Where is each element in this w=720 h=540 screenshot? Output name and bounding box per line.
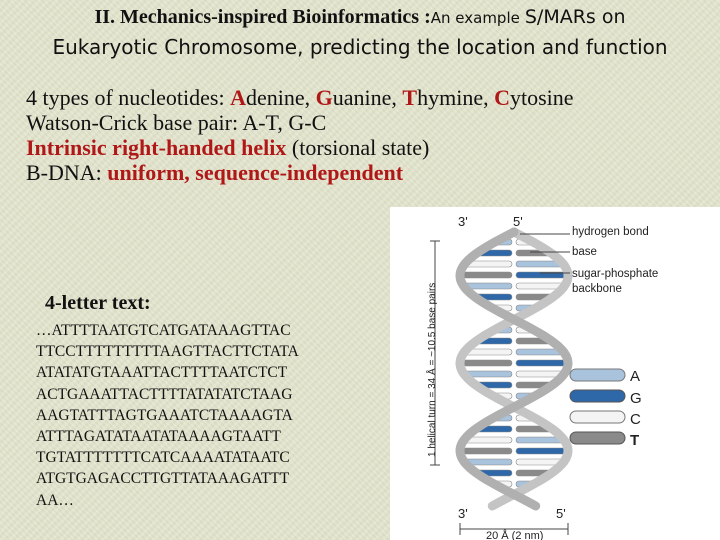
base-pair-half <box>459 447 513 455</box>
width-label: 20 Å (2 nm) <box>486 529 543 540</box>
base-pair-half <box>459 271 513 279</box>
legend-label-g: G <box>630 390 642 407</box>
sequence-line: ATTTAGATATAATATAAAAGTAATT <box>36 428 281 446</box>
label-5prime-top: 5' <box>513 214 523 229</box>
bdna-prefix: B-DNA: <box>26 160 108 185</box>
legend-swatch-t <box>569 431 626 445</box>
slide-title: II. Mechanics-inspired Bioinformatics :A… <box>0 4 720 62</box>
backbone-label: backbone <box>572 283 622 295</box>
sequence-line: TTCCTTTTTTTTTAAGTTACTTCTATA <box>36 343 299 361</box>
legend-label-t: T <box>630 432 639 449</box>
legend-label-c: C <box>630 411 641 428</box>
thymine-rest: hymine, <box>417 85 495 110</box>
base-label: base <box>572 246 597 258</box>
label-3prime-bottom: 3' <box>458 506 468 521</box>
helical-turn-label: 1 helical turn = 34 Å = ~10.5 base pairs <box>425 283 438 457</box>
base-pair-half <box>459 359 513 367</box>
base-legend: A G C T <box>569 368 642 449</box>
bdna-highlight: uniform, sequence-independent <box>107 160 404 185</box>
backbone-strand-front <box>455 227 573 511</box>
title-line-2: Eukaryotic Chromosome, predicting the lo… <box>52 35 668 59</box>
dna-helix-figure: 3' 5' 3' 5' hydrogen bond base sugar-pho… <box>390 207 720 540</box>
sequence-line: ATATATGTAAATTACTTTTAATCTCT <box>36 364 288 382</box>
sequence-line: AAGTATTTAGTGAAATCTAAAAGTA <box>36 406 293 424</box>
letter-c: C <box>494 85 510 110</box>
sequence-line: TGTATTTTTTTCATCAAAATATAATC <box>36 449 290 467</box>
fact-base-pair: Watson-Crick base pair: A-T, G-C <box>26 110 327 135</box>
title-part-1: II. Mechanics-inspired Bioinformatics : <box>94 6 431 28</box>
nucleotide-facts: 4 types of nucleotides: Adenine, Guanine… <box>26 85 574 185</box>
letter-a: A <box>230 85 246 110</box>
base-pair-half <box>515 447 569 455</box>
sequence-label: 4-letter text: <box>45 292 151 314</box>
sugar-phosphate-label: sugar-phosphate <box>572 268 658 280</box>
legend-swatch-g <box>569 389 626 403</box>
legend-label-a: A <box>630 368 640 385</box>
fact-nucleotides: 4 types of nucleotides: Adenine, Guanine… <box>26 85 574 110</box>
title-part-3: S/MARs on <box>524 6 626 28</box>
base-pair-half <box>515 359 569 367</box>
helix-rest: (torsional state) <box>286 135 430 160</box>
fact-bdna: B-DNA: uniform, sequence-independent <box>26 160 574 185</box>
sequence-text: …ATTTTAATGTCATGATAAAGTTAC TTCCTTTTTTTTTA… <box>36 320 299 511</box>
sequence-line: ACTGAAATTACTTTTATATATCTAAG <box>36 385 293 403</box>
hydrogen-bond-label: hydrogen bond <box>572 226 649 238</box>
sequence-line: AA… <box>36 491 74 509</box>
title-line-1: II. Mechanics-inspired Bioinformatics :A… <box>0 4 720 32</box>
base-pair-rungs <box>459 238 569 488</box>
fact-prefix: 4 types of nucleotides: <box>26 85 231 110</box>
cytosine-rest: ytosine <box>509 85 574 110</box>
title-part-2: An example <box>430 9 520 27</box>
fact-helix: Intrinsic right-handed helix (torsional … <box>26 135 574 160</box>
dna-helix-svg: 3' 5' 3' 5' hydrogen bond base sugar-pho… <box>425 214 658 540</box>
adenine-rest: denine, <box>245 85 316 110</box>
backbone-strand-back <box>455 227 573 511</box>
letter-g: G <box>315 85 333 110</box>
legend-swatch-a <box>569 368 626 382</box>
helix-highlight: Intrinsic right-handed helix <box>26 135 287 160</box>
label-3prime-top: 3' <box>458 214 468 229</box>
label-5prime-bottom: 5' <box>556 506 566 521</box>
sequence-line: ATGTGAGACCTTGTTATAAAGATTT <box>36 470 290 488</box>
legend-swatch-c <box>569 410 626 424</box>
guanine-rest: uanine, <box>332 85 403 110</box>
sequence-line: …ATTTTAATGTCATGATAAAGTTAC <box>36 322 291 339</box>
letter-t: T <box>402 85 418 110</box>
